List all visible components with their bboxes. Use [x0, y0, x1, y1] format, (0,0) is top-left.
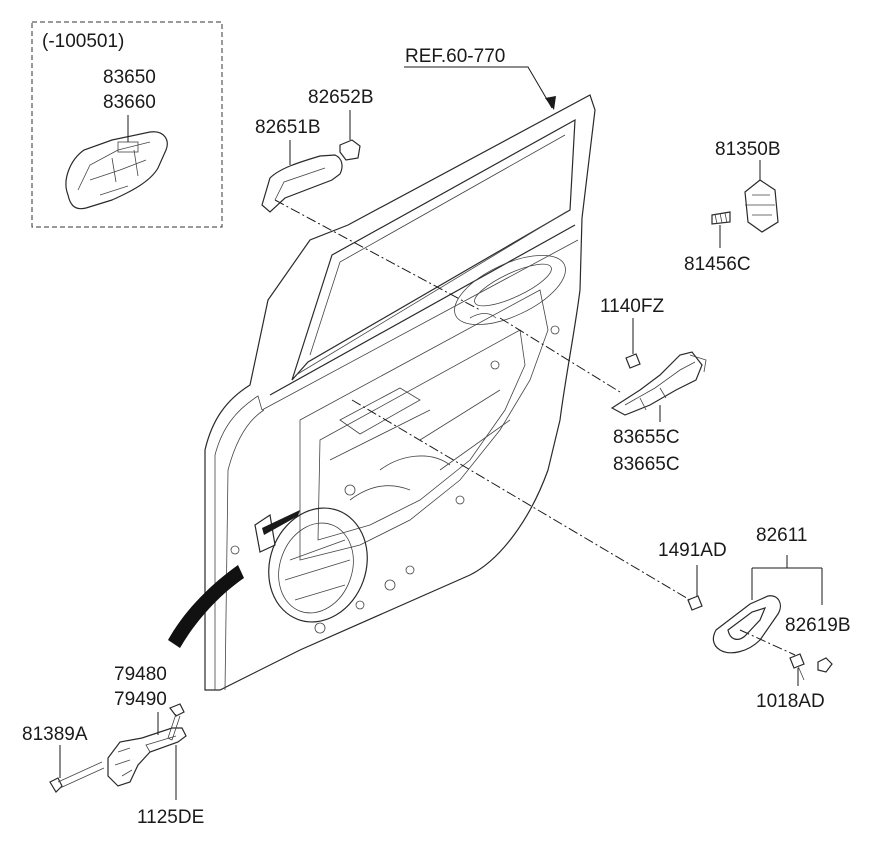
screw-1018AD	[789, 653, 805, 686]
label-1125DE: 1125DE	[137, 807, 204, 828]
label-82611: 82611	[756, 525, 807, 546]
label-83655C: 83655C	[613, 427, 680, 448]
screw-81456C	[711, 211, 731, 248]
detail-arrow	[168, 565, 244, 648]
cap-82619B	[817, 657, 833, 673]
outside-handle-82651B	[261, 140, 343, 213]
inside-handle-bracket-83655C	[610, 351, 707, 422]
label-81456C: 81456C	[684, 254, 751, 275]
door-checker-79480	[107, 712, 187, 787]
door-panel-drawing	[204, 94, 596, 691]
label-83660: 83660	[103, 92, 156, 113]
label-81350B: 81350B	[715, 139, 781, 160]
label-79480: 79480	[114, 664, 167, 685]
inset-box: (-100501) 83650 83660	[31, 21, 223, 228]
label-1140FZ: 1140FZ	[600, 296, 664, 317]
screw-1140FZ	[625, 318, 641, 369]
label-82651B: 82651B	[255, 117, 321, 138]
bolt-81389A	[49, 745, 105, 793]
inside-handle-82611	[712, 555, 823, 654]
bolt-1125DE	[167, 703, 185, 800]
label-82619B: 82619B	[785, 615, 851, 636]
reference-label: REF.60-770	[405, 46, 505, 67]
label-1018AD: 1018AD	[756, 691, 825, 712]
label-81389A: 81389A	[22, 724, 88, 745]
inset-variant-label: (-100501)	[42, 31, 124, 52]
label-79490: 79490	[114, 689, 167, 710]
reference-callout: REF.60-770	[404, 46, 556, 110]
inset-handle-drawing	[65, 115, 168, 210]
striker-81350B	[744, 160, 779, 233]
label-82652B: 82652B	[308, 87, 374, 108]
label-83665C: 83665C	[613, 454, 680, 475]
handle-cover-82652B	[339, 110, 361, 161]
label-1491AD: 1491AD	[658, 540, 727, 561]
label-83650: 83650	[103, 67, 156, 88]
clip-1491AD	[687, 565, 703, 611]
